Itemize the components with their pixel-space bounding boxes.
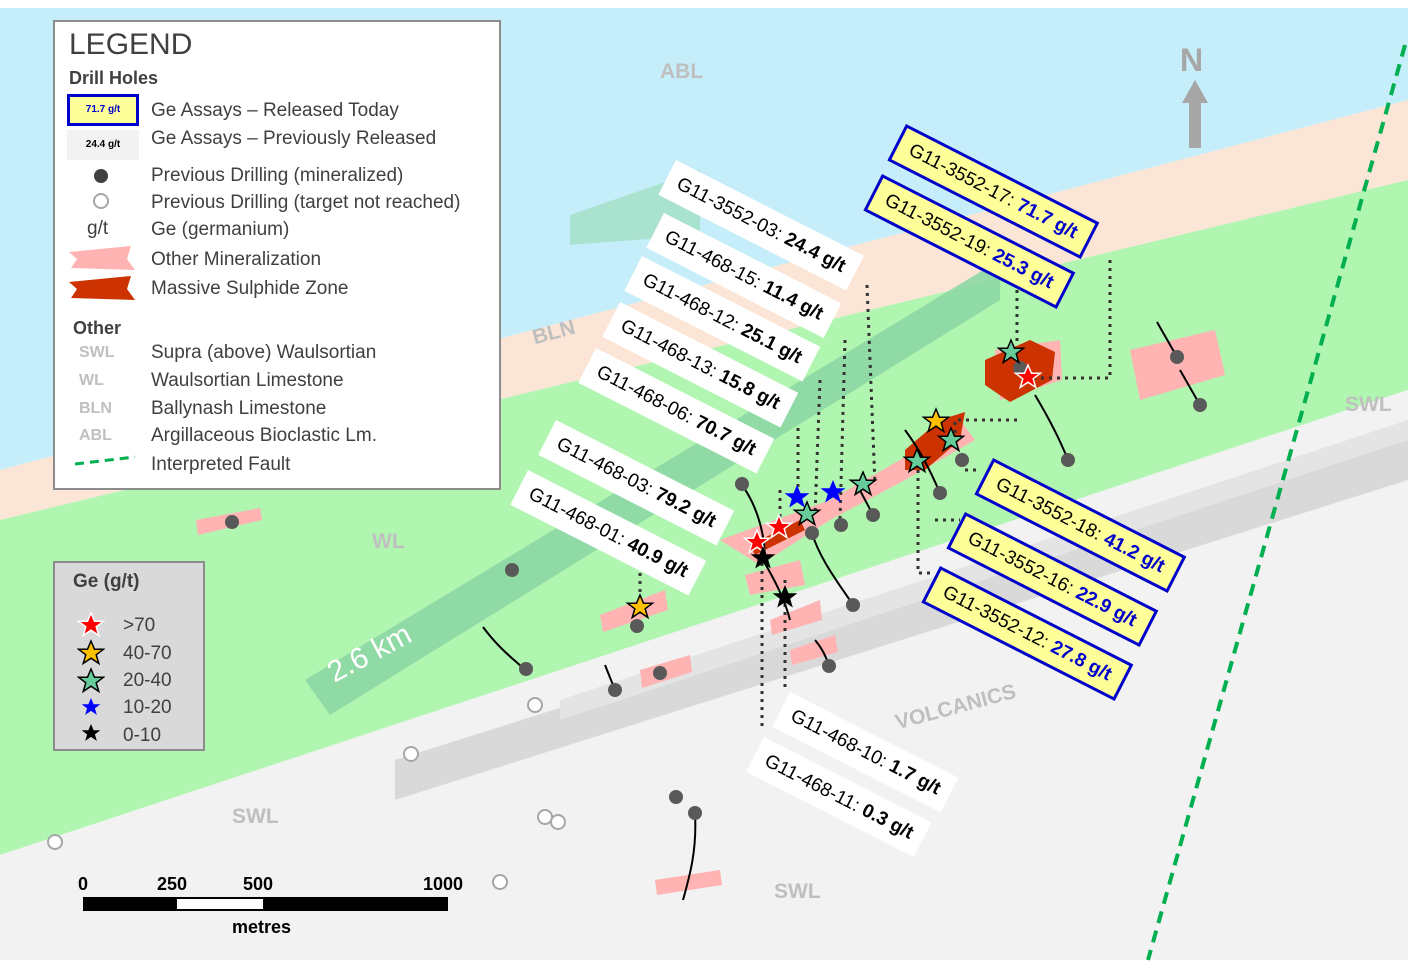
legend-unit-abbr: SWL: [79, 344, 115, 361]
ge-star-blue-icon: [81, 698, 101, 715]
ge-class-label: 40-70: [123, 643, 172, 664]
drill-hole: [608, 683, 622, 697]
ge-star-green-icon: [77, 667, 105, 694]
drill-holes-target-not-reached: [47, 697, 566, 890]
unit-label-wl: WL: [372, 530, 405, 553]
drill-hole: [630, 619, 644, 633]
legend-dot-open-icon: [93, 193, 109, 209]
drill-hole: [955, 453, 969, 467]
volcanics-band: [395, 440, 1408, 800]
drill-hole-open: [550, 814, 566, 830]
drill-trace: [682, 812, 697, 901]
legend-dot-filled-icon: [94, 169, 108, 183]
scale-tick-label: 500: [243, 874, 274, 894]
drill-hole-open: [527, 697, 543, 713]
unit-label-swl-right: SWL: [1345, 393, 1392, 416]
scale-bar-gap: [177, 899, 263, 909]
legend-previously-released-label: Ge Assays – Previously Released: [151, 128, 437, 149]
ge-star-red-icon: [77, 611, 105, 638]
mineralization-3: [770, 600, 822, 635]
legend-released-today-label: Ge Assays – Released Today: [151, 100, 399, 121]
leader-line: [813, 379, 822, 516]
leader-line: [838, 339, 847, 521]
ge-class-label: >70: [123, 615, 156, 636]
legend-fault-swatch: [74, 455, 136, 466]
drill-hole: [822, 659, 836, 673]
ge-star-black-icon: [81, 724, 101, 741]
legend-massive-sulphide-label: Massive Sulphide Zone: [151, 278, 349, 299]
drill-hole: [735, 477, 749, 491]
ge-class-label: 10-20: [123, 697, 172, 718]
drill-hole: [1170, 350, 1184, 364]
drill-hole: [1013, 361, 1027, 375]
legend-other-mineralization-label: Other Mineralization: [151, 249, 322, 270]
legend-fault-label: Interpreted Fault: [151, 454, 291, 475]
unit-label-swl-left: SWL: [232, 805, 279, 828]
leader-line: [916, 470, 930, 575]
drill-hole: [505, 563, 519, 577]
legend-sulphide-swatch: [69, 276, 135, 300]
drill-hole: [225, 515, 239, 529]
scale-bar: [83, 897, 448, 911]
drill-hole-open: [403, 746, 419, 762]
ge-class-label: 20-40: [123, 670, 172, 691]
ge-legend-title: Ge (g/t): [73, 571, 140, 592]
drill-hole: [669, 790, 683, 804]
legend-unit-label: Waulsortian Limestone: [151, 370, 344, 391]
drill-hole-open: [537, 809, 553, 825]
drill-trace: [811, 532, 854, 606]
legend-mineralization-swatch: [69, 246, 135, 270]
legend-box: LEGEND Drill Holes 71.7 g/t Ge Assays – …: [53, 20, 501, 490]
unit-label-abl: ABL: [660, 60, 704, 83]
drill-holes-mineralized: [225, 350, 1207, 820]
legend-gt-label: Ge (germanium): [151, 219, 290, 240]
mineralization-4: [790, 635, 838, 665]
scale-tick-label: 250: [157, 874, 188, 894]
ge-star-orange-icon: [77, 639, 105, 666]
drill-hole: [834, 518, 848, 532]
legend-prev-mineralized-label: Previous Drilling (mineralized): [151, 165, 404, 186]
legend-gt-symbol: g/t: [87, 218, 109, 239]
drill-hole: [866, 508, 880, 522]
drill-hole: [1061, 453, 1075, 467]
legend-released-today-swatch: 71.7 g/t: [67, 94, 139, 126]
drill-hole: [933, 486, 947, 500]
ge-class-label: 0-10: [123, 725, 162, 746]
legend-unit-abbr: BLN: [79, 400, 112, 417]
legend-unit-label: Supra (above) Waulsortian: [151, 342, 377, 363]
drill-hole: [1193, 398, 1207, 412]
scale-tick-label: 1000: [423, 874, 464, 894]
mineralization-2: [745, 560, 805, 595]
drill-hole: [519, 662, 533, 676]
legend-prev-target-label: Previous Drilling (target not reached): [151, 192, 461, 213]
leader-line: [865, 284, 877, 486]
scale-unit: metres: [232, 917, 292, 937]
north-label: N: [1180, 42, 1204, 78]
drill-hole: [846, 598, 860, 612]
legend-previously-released-swatch: 24.4 g/t: [67, 130, 139, 160]
legend-unit-label: Ballynash Limestone: [151, 398, 327, 419]
ge-legend-box: Ge (g/t) >70 40-70 20-40 10-20 0-10: [53, 561, 205, 751]
legend-other-heading: Other: [73, 318, 122, 338]
drill-hole: [688, 806, 702, 820]
legend-unit-label: Argillaceous Bioclastic Lm.: [151, 425, 377, 446]
legend-title: LEGEND: [69, 28, 193, 61]
scale-tick-label: 0: [78, 874, 89, 894]
drill-hole-open: [47, 834, 63, 850]
drill-hole: [653, 666, 667, 680]
unit-label-swl-bottom: SWL: [774, 880, 821, 903]
drill-hole-open: [492, 874, 508, 890]
drill-hole: [805, 526, 819, 540]
volcanics-band-upper: [560, 420, 1408, 720]
legend-unit-abbr: WL: [79, 372, 104, 389]
north-arrow-icon: [1182, 80, 1208, 148]
mineralization-8: [1130, 330, 1225, 400]
legend-drill-holes-heading: Drill Holes: [69, 68, 159, 88]
legend-unit-abbr: ABL: [79, 427, 112, 444]
